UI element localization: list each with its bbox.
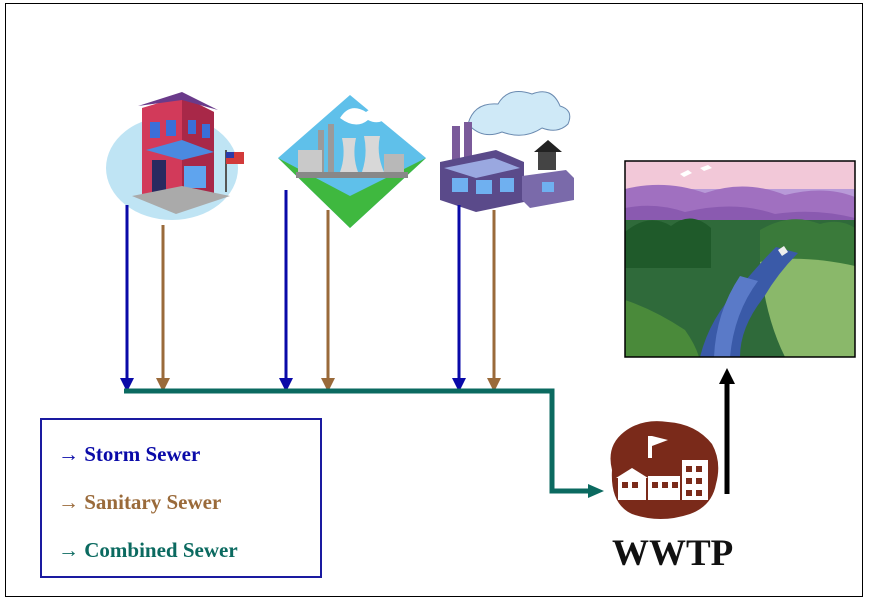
legend-sanitary-sewer: → Sanitary Sewer — [58, 490, 222, 514]
legend-combined-sewer: → Combined Sewer — [58, 538, 238, 562]
effluent-arrowhead — [719, 368, 735, 384]
sanitary-arrowhead-2 — [321, 378, 335, 392]
factory-icon — [440, 91, 574, 212]
storm-arrowhead-2 — [279, 378, 293, 392]
storm-arrowhead-1 — [120, 378, 134, 392]
combined-sewer-line — [124, 388, 604, 498]
sanitary-arrowhead-3 — [487, 378, 501, 392]
wwtp-label: WWTP — [612, 533, 734, 574]
sanitary-arrowhead-1 — [156, 378, 170, 392]
effluent-line — [719, 368, 735, 494]
storefront-building-icon — [106, 92, 244, 220]
combined-arrowhead — [588, 484, 604, 498]
river-landscape-icon — [624, 160, 856, 358]
storm-arrowhead-3 — [452, 378, 466, 392]
treatment-plant-icon — [610, 421, 719, 519]
legend-storm-sewer: → Storm Sewer — [58, 442, 201, 466]
storm-sewer-lines — [120, 190, 466, 392]
sanitary-sewer-lines — [156, 210, 501, 392]
legend-box: → Storm Sewer → Sanitary Sewer → Combine… — [40, 418, 322, 578]
power-plant-icon — [278, 95, 426, 228]
